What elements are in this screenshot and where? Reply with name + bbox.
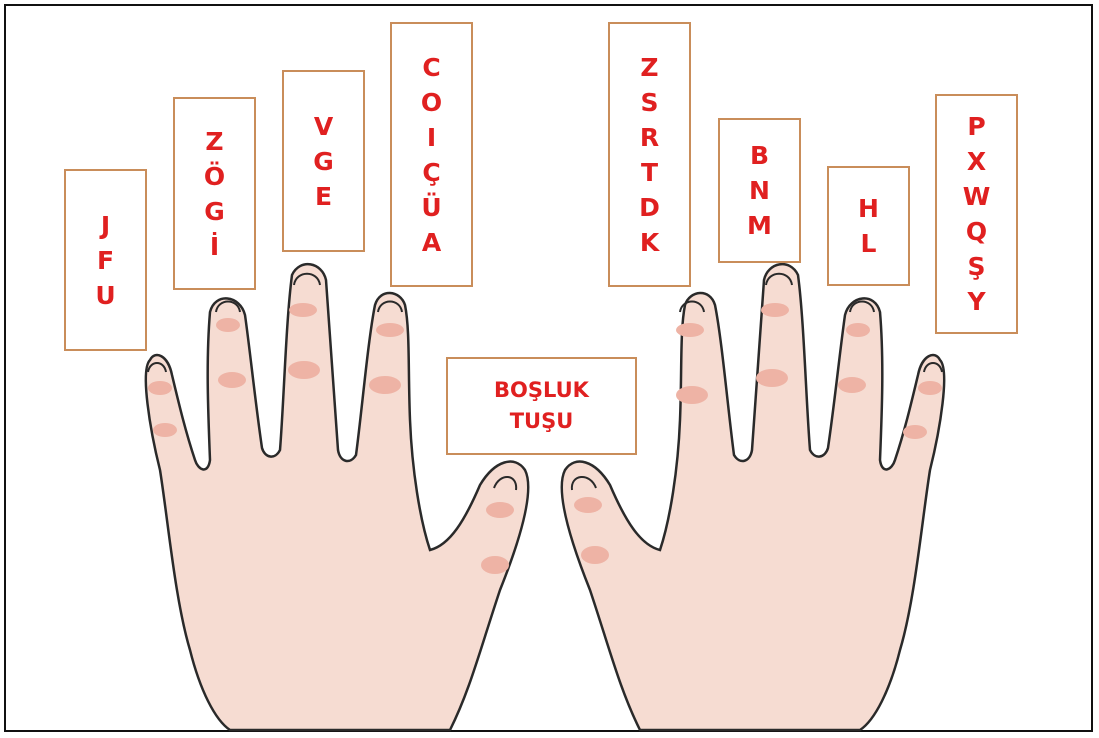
- key-letter: X: [967, 144, 986, 179]
- key-letter: E: [315, 179, 332, 214]
- space-key-box: BOŞLUK TUŞU: [446, 357, 637, 455]
- key-letter: L: [861, 226, 877, 261]
- key-letter: O: [421, 85, 442, 120]
- right-hand: [562, 264, 944, 730]
- key-letter: S: [640, 85, 658, 120]
- key-letter: B: [750, 138, 769, 173]
- key-letter: Z: [640, 50, 658, 85]
- key-letter: N: [749, 173, 770, 208]
- key-letter: Ş: [967, 249, 985, 284]
- left-ring-key-box: Z Ö G İ: [173, 97, 256, 290]
- right-index-key-box: Z S R T D K: [608, 22, 691, 287]
- key-letter: G: [313, 144, 334, 179]
- key-letter: G: [204, 194, 225, 229]
- right-middle-key-box: B N M: [718, 118, 801, 263]
- key-letter: Ç: [422, 155, 440, 190]
- key-letter: Ü: [421, 190, 441, 225]
- key-letter: J: [101, 208, 110, 243]
- key-letter: Z: [205, 124, 223, 159]
- left-index-key-box: C O I Ç Ü A: [390, 22, 473, 287]
- key-letter: U: [95, 278, 115, 313]
- left-middle-key-box: V G E: [282, 70, 365, 252]
- key-letter: I: [427, 120, 436, 155]
- key-letter: A: [422, 225, 441, 260]
- key-letter: C: [422, 50, 440, 85]
- right-ring-key-box: H L: [827, 166, 910, 286]
- key-letter: Ö: [204, 159, 225, 194]
- key-letter: M: [747, 208, 772, 243]
- key-letter: R: [640, 120, 659, 155]
- key-letter: T: [641, 155, 658, 190]
- key-letter: H: [858, 191, 879, 226]
- key-letter: İ: [210, 229, 219, 264]
- key-letter: Q: [966, 214, 987, 249]
- left-hand: [146, 264, 528, 730]
- key-letter: Y: [967, 284, 985, 319]
- key-letter: F: [97, 243, 114, 278]
- space-key-label-line1: BOŞLUK: [494, 375, 589, 406]
- left-pinky-key-box: J F U: [64, 169, 147, 351]
- key-letter: D: [639, 190, 660, 225]
- key-letter: V: [314, 109, 333, 144]
- space-key-label-line2: TUŞU: [510, 406, 574, 437]
- key-letter: K: [640, 225, 659, 260]
- key-letter: P: [967, 109, 985, 144]
- right-pinky-key-box: P X W Q Ş Y: [935, 94, 1018, 334]
- key-letter: W: [963, 179, 991, 214]
